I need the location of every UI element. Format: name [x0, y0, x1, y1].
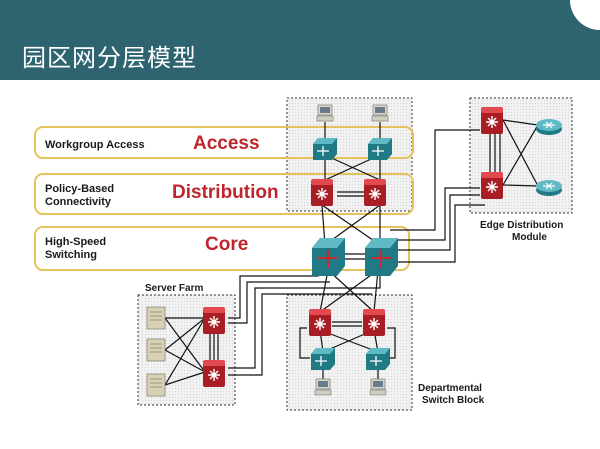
- access-distribution-block: [286, 97, 413, 212]
- distribution-layer-band: [34, 173, 414, 215]
- header-bar: 园区网分层模型: [0, 0, 600, 80]
- edge-distribution-label-1: Edge Distribution: [480, 220, 563, 231]
- server-icon: [146, 338, 166, 362]
- core-switch-icon: [365, 238, 398, 276]
- departmental-label-2: Switch Block: [422, 395, 485, 406]
- access-switch-icon: [312, 137, 338, 161]
- distribution-switch-icon: [308, 308, 332, 337]
- layer-access-description: Workgroup Access: [45, 139, 145, 151]
- access-switch-icon: [310, 347, 336, 371]
- layer-access-title: Access: [193, 133, 260, 154]
- server-icon: [146, 306, 166, 330]
- edge-distribution-label-2: Module: [512, 232, 547, 243]
- pc-icon: [369, 378, 387, 396]
- distribution-switch-icon: [362, 308, 386, 337]
- pc-icon: [316, 104, 334, 122]
- edge-distribution-switch-icon: [480, 171, 504, 200]
- server-farm-switch-icon: [202, 306, 226, 335]
- core-switch-icon: [312, 238, 345, 276]
- layer-core-description-1: High-Speed: [45, 236, 106, 248]
- layer-core-title: Core: [205, 234, 248, 255]
- edge-router-icon: [535, 179, 563, 197]
- server-farm-label: Server Farm: [145, 283, 203, 294]
- edge-distribution-switch-icon: [480, 106, 504, 135]
- server-farm-switch-icon: [202, 359, 226, 388]
- slide-title: 园区网分层模型: [22, 44, 197, 72]
- distribution-switch-icon: [363, 178, 387, 207]
- access-switch-icon: [365, 347, 391, 371]
- departmental-block: [286, 294, 413, 411]
- edge-router-icon: [535, 118, 563, 136]
- pc-icon: [371, 104, 389, 122]
- layer-distribution-description-2: Connectivity: [45, 196, 112, 208]
- core-layer-band: [34, 226, 410, 271]
- layer-core-description-2: Switching: [45, 249, 97, 261]
- departmental-label-1: Departmental: [418, 383, 482, 394]
- access-layer-band: [34, 126, 414, 159]
- campus-network-diagram: Workgroup Access Access Policy-Based Con…: [34, 97, 573, 411]
- distribution-switch-icon: [310, 178, 334, 207]
- pc-icon: [314, 378, 332, 396]
- layer-distribution-description-1: Policy-Based: [45, 183, 114, 195]
- server-icon: [146, 373, 166, 397]
- access-switch-icon: [367, 137, 393, 161]
- layer-distribution-title: Distribution: [172, 182, 279, 203]
